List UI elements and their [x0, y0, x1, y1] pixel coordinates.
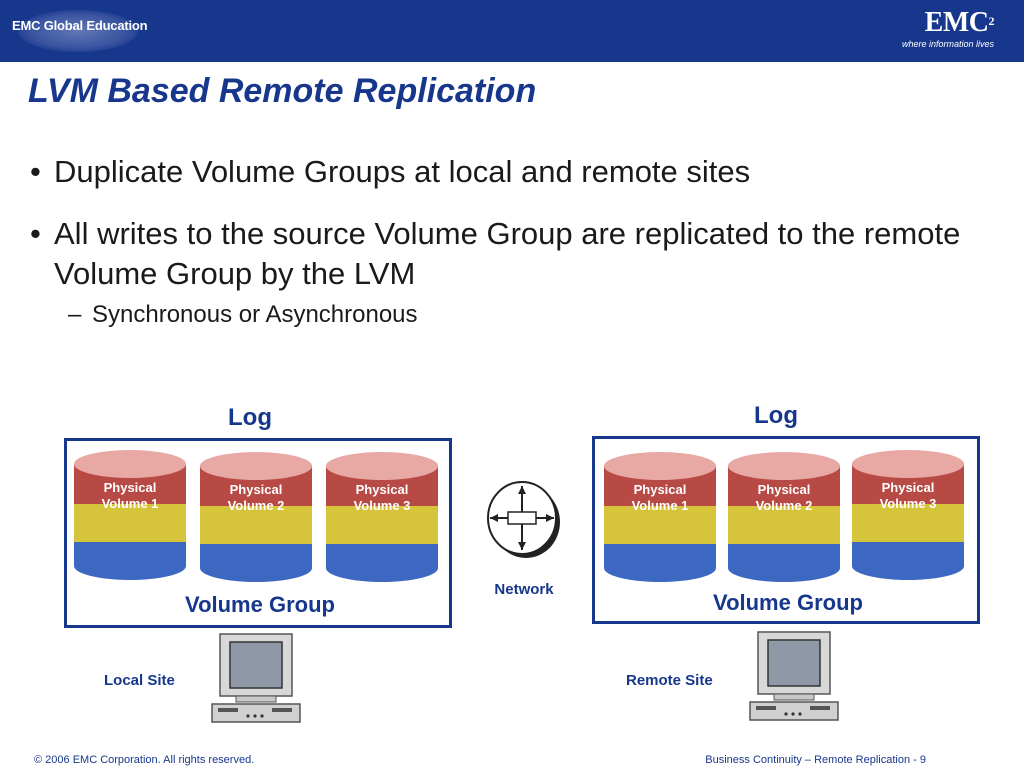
bullet-item: • Duplicate Volume Groups at local and r…	[30, 152, 990, 192]
remote-log-label: Log	[754, 402, 798, 429]
page-number: 9	[919, 754, 926, 766]
local-volume-group-label: Volume Group	[185, 592, 335, 617]
globe-icon	[18, 10, 138, 52]
footer-course: Business Continuity – Remote Replication…	[705, 754, 926, 766]
bullet-dot-icon: •	[30, 154, 41, 189]
bullet-dot-icon: •	[30, 216, 41, 251]
dash-icon: –	[68, 301, 82, 328]
bullet-text: Duplicate Volume Groups at local and rem…	[54, 154, 751, 189]
emc-logo-name: EMC2	[924, 7, 995, 38]
bullet-item: • All writes to the source Volume Group …	[30, 214, 990, 294]
remote-site-label: Remote Site	[626, 672, 713, 689]
emc-logo-tagline: where information lives	[901, 39, 994, 49]
bullet-text: All writes to the source Volume Group ar…	[54, 216, 961, 291]
emc-logo: EMC2 where information lives	[894, 7, 995, 54]
brand-left-text: EMC Global Education	[12, 18, 148, 33]
footer-copyright: © 2006 EMC Corporation. All rights reser…	[34, 754, 255, 766]
remote-computer-icon	[748, 630, 840, 724]
sub-bullet-text: Synchronous or Asynchronous	[92, 301, 418, 328]
header-bar: EMC Global Education EMC2 where informat…	[0, 0, 1024, 62]
local-computer-icon	[210, 632, 302, 726]
slide-title: LVM Based Remote Replication	[28, 72, 537, 110]
sub-bullet-item: – Synchronous or Asynchronous	[30, 300, 990, 330]
bullet-list: • Duplicate Volume Groups at local and r…	[30, 152, 990, 330]
remote-volume-group-label: Volume Group	[713, 590, 863, 615]
local-log-label: Log	[228, 404, 272, 431]
network-label: Network	[494, 581, 554, 598]
local-site-label: Local Site	[104, 672, 175, 689]
emc-global-education-logo: EMC Global Education	[10, 6, 148, 54]
network-router-icon	[484, 480, 564, 560]
